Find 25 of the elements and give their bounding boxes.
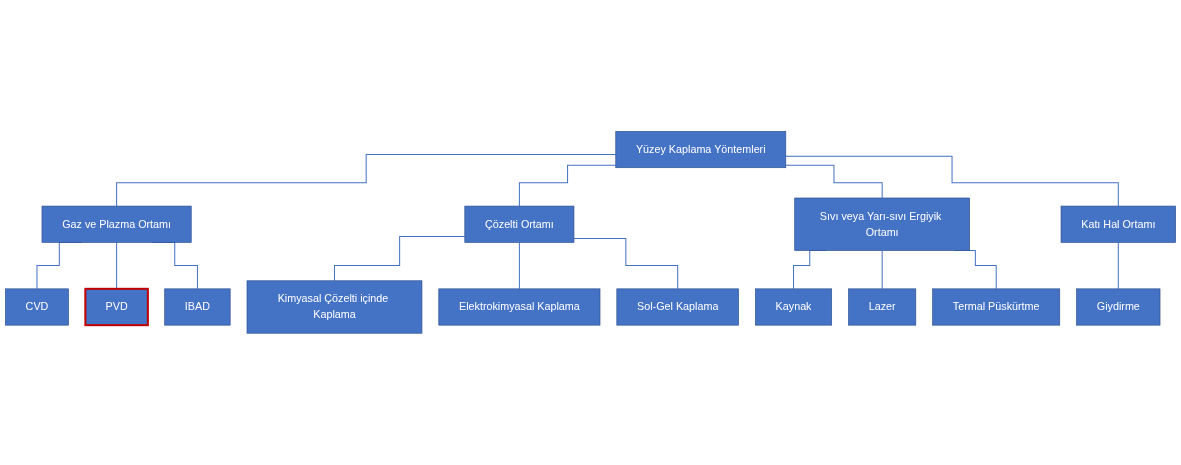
- node-box: Sıvı veya Yarı-sıvı Ergiyik Ortamı: [794, 197, 970, 251]
- node-box: PVD: [84, 288, 149, 327]
- node-box: Kimyasal Çözelti içinde Kaplama: [246, 280, 423, 334]
- connector: [333, 236, 466, 282]
- node-box: Termal Püskürtme: [932, 288, 1061, 326]
- node-box: Giydirme: [1076, 288, 1161, 326]
- node-box: Sol-Gel Kaplama: [616, 288, 739, 326]
- node-box: Kaynak: [755, 288, 833, 326]
- node-box: CVD: [5, 288, 69, 326]
- connector: [518, 242, 520, 290]
- connector: [116, 242, 118, 290]
- connector: [573, 238, 679, 290]
- node-box: Çözelti Ortamı: [464, 205, 575, 243]
- connector: [881, 250, 883, 290]
- connector: [116, 154, 617, 207]
- node-box: Yüzey Kaplama Yöntemleri: [615, 131, 787, 169]
- node-box: Gaz ve Plazma Ortamı: [41, 205, 192, 243]
- connector: [1117, 242, 1119, 290]
- connector: [785, 164, 883, 199]
- node-box: Elektrokimyasal Kaplama: [438, 288, 601, 326]
- node-box: Lazer: [848, 288, 917, 326]
- node-box: IBAD: [164, 288, 231, 326]
- connector: [518, 164, 617, 207]
- node-box: Katı Hal Ortamı: [1060, 205, 1176, 243]
- connector: [785, 156, 1119, 207]
